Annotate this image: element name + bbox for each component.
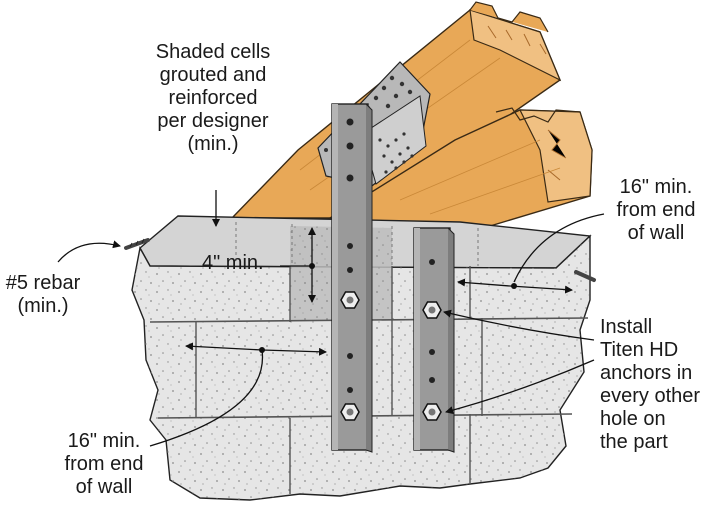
top-right-distance-line-1: 16" min. — [619, 176, 693, 198]
shaded-cells-line-5: (min.) — [187, 133, 239, 155]
install-anchors-label: Install Titen HD anchors in every other … — [600, 316, 700, 454]
shaded-cells-line-3: reinforced — [168, 87, 258, 109]
top-right-distance-line-2: from end — [616, 199, 696, 221]
bottom-left-distance-label: 16" min. from end of wall — [24, 430, 184, 499]
install-anchors-line-4: every other — [600, 385, 701, 407]
rebar-icon — [124, 238, 596, 282]
rebar-line-1: #5 rebar — [5, 272, 81, 294]
shaded-cells-line-2: grouted and — [159, 64, 267, 86]
four-inch-min-text: 4" min. — [202, 252, 264, 274]
hex-bolt-icon — [340, 291, 442, 421]
shaded-cells-line-4: per designer — [157, 110, 269, 132]
shaded-cells-label: Shaded cells grouted and reinforced per … — [138, 41, 288, 156]
bottom-left-distance-line-3: of wall — [75, 476, 133, 498]
bottom-left-distance-line-1: 16" min. — [67, 430, 141, 452]
install-anchors-line-3: anchors in — [600, 362, 693, 384]
bottom-left-distance-line-2: from end — [64, 453, 144, 475]
install-anchors-line-2: Titen HD — [600, 339, 679, 361]
rebar-line-2: (min.) — [17, 295, 69, 317]
top-right-distance-label: 16" min. from end of wall — [600, 176, 712, 245]
four-inch-min-label: 4" min. — [202, 252, 264, 275]
install-anchors-line-6: the part — [600, 431, 668, 453]
shaded-cells-line-1: Shaded cells — [155, 41, 271, 63]
install-anchors-line-1: Install — [600, 316, 653, 338]
rebar-label: #5 rebar (min.) — [0, 272, 86, 318]
top-right-distance-line-3: of wall — [627, 222, 685, 244]
install-anchors-line-5: hole on — [600, 408, 666, 430]
dimension-dots — [259, 263, 517, 353]
